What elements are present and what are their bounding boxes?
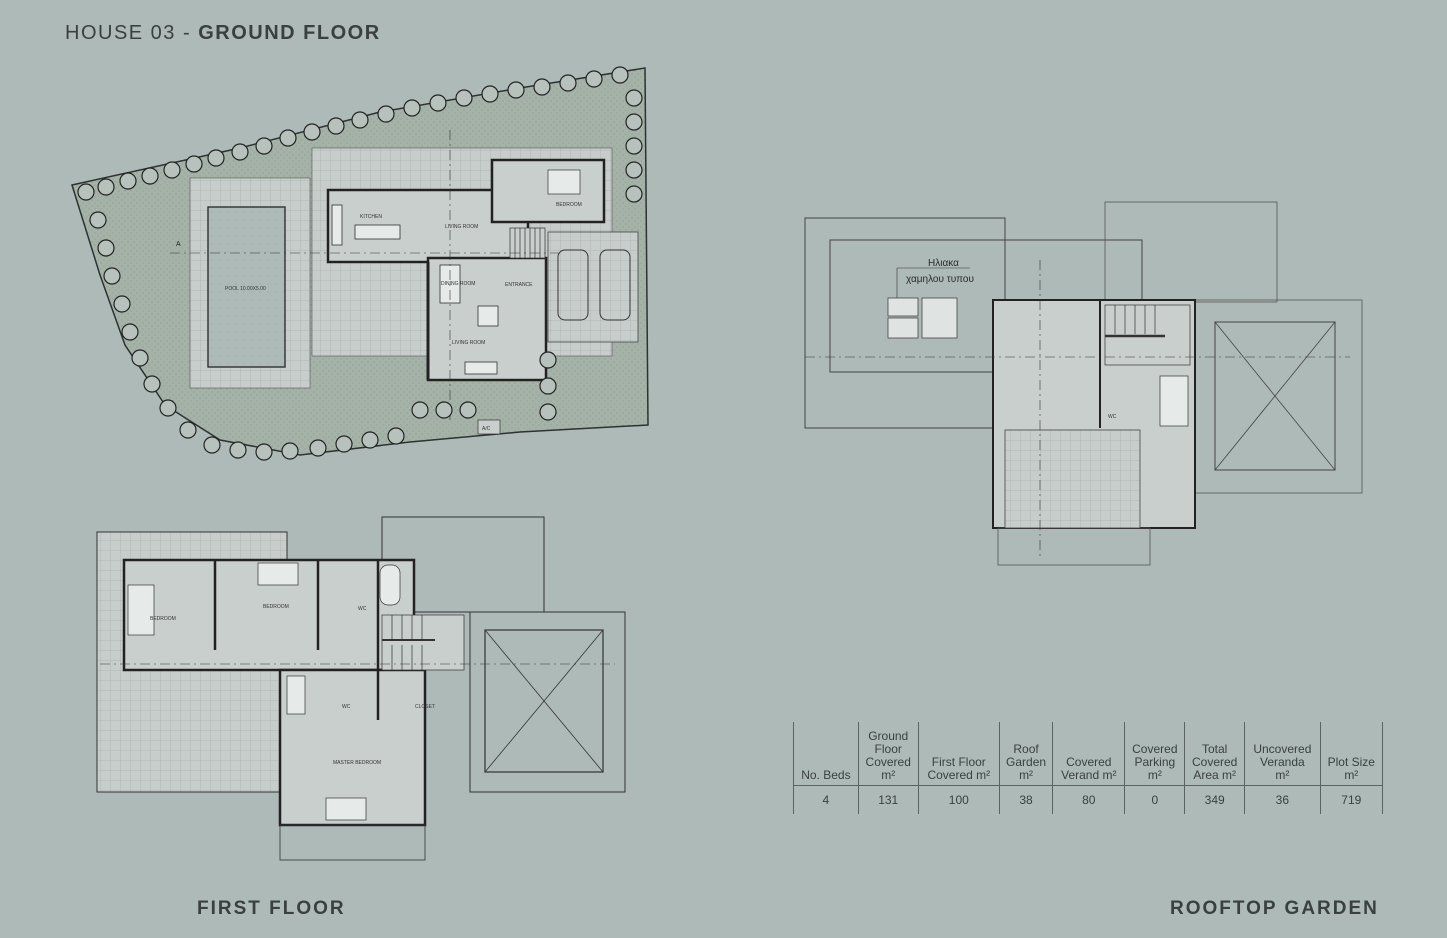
pool: [207, 206, 286, 368]
first-stairs: [381, 614, 465, 671]
roof-note-line1: Ηλιακα: [928, 258, 959, 269]
value-covered-veranda: 80: [1052, 785, 1125, 814]
skylight: [484, 629, 604, 773]
coffee-table: [477, 305, 499, 327]
tree-border: [77, 66, 643, 461]
ac-unit: [477, 419, 501, 435]
bed-icon: [257, 562, 299, 586]
first-floor-label: FIRST FLOOR: [197, 898, 346, 919]
room-bedroom-2: BEDROOM: [263, 604, 289, 610]
car-icon: [599, 249, 631, 321]
title-prefix: HOUSE 03 -: [65, 22, 199, 44]
rooftop-garden-label: ROOFTOP GARDEN: [1170, 898, 1379, 919]
kitchen-counter: [331, 204, 343, 246]
value-first-floor: 100: [917, 785, 1000, 814]
shower-icon: [1159, 375, 1189, 427]
room-closet: CLOSET: [415, 704, 435, 710]
ground-floor-plan: POOL 10.00X5.00 KITCHEN LIVING ROOM BEDR…: [71, 66, 649, 461]
room-dining: DINING ROOM: [441, 281, 475, 287]
master-balcony: [279, 824, 426, 861]
bed-icon: [127, 584, 155, 636]
room-wc-2: WC: [342, 704, 351, 710]
pool-label: POOL 10.00X5.00: [225, 286, 266, 292]
room-living-lower: LIVING ROOM: [452, 340, 485, 346]
stats-value-row: 4 131 100 38 80 0 349 36 719: [793, 785, 1384, 814]
shower-icon: [286, 675, 306, 715]
rooftop-plan: WC Ηλιακα χαμηλου τυπου: [804, 201, 1363, 566]
carport: [547, 231, 639, 343]
room-bedroom-ground: BEDROOM: [556, 202, 582, 208]
first-floor-plan: BEDROOM BEDROOM MASTER BEDROOM WC WC CLO…: [96, 516, 626, 861]
skylight-cross: [1214, 321, 1336, 471]
solar-panel: [921, 297, 958, 339]
room-entrance: ENTRANCE: [505, 282, 533, 288]
bed-icon: [325, 797, 367, 821]
bed-icon: [547, 169, 581, 195]
title-floor: GROUND FLOOR: [198, 22, 381, 44]
value-ground-floor: 131: [857, 785, 919, 814]
roof-wc-label: WC: [1108, 414, 1117, 420]
kitchen-island: [354, 224, 401, 240]
room-living-upper: LIVING ROOM: [445, 224, 478, 230]
value-roof-garden: 38: [998, 785, 1053, 814]
sofa: [464, 361, 498, 375]
skylight-cross: [484, 629, 604, 773]
section-marker: A: [176, 241, 181, 248]
room-bedroom-1: BEDROOM: [150, 616, 176, 622]
page-title: HOUSE 03 - GROUND FLOOR: [65, 22, 381, 45]
value-plot-size: 719: [1319, 785, 1384, 814]
first-roof-void: [469, 611, 626, 793]
roof-tiled-area: [1004, 429, 1141, 529]
header-no-beds: No. Beds: [793, 722, 859, 786]
roof-stairs: [1104, 304, 1191, 366]
car-icon: [557, 249, 589, 321]
value-covered-parking: 0: [1124, 785, 1185, 814]
value-total-covered: 349: [1184, 785, 1245, 814]
bathtub-icon: [379, 564, 401, 606]
room-master-bedroom: MASTER BEDROOM: [333, 760, 381, 766]
roof-note-line2: χαμηλου τυπου: [906, 274, 974, 285]
value-no-beds: 4: [793, 785, 859, 814]
roof-terrace-upper: [1104, 201, 1278, 303]
solar-panel: [887, 317, 919, 339]
room-kitchen: KITCHEN: [360, 214, 382, 220]
solar-panel: [887, 297, 919, 317]
roof-skylight: [1214, 321, 1336, 471]
room-wc-1: WC: [358, 606, 367, 612]
roof-lower-ledge: [997, 527, 1151, 566]
ac-label: A/C: [482, 426, 491, 432]
ground-stairs: [509, 227, 546, 259]
value-uncovered-veranda: 36: [1244, 785, 1321, 814]
